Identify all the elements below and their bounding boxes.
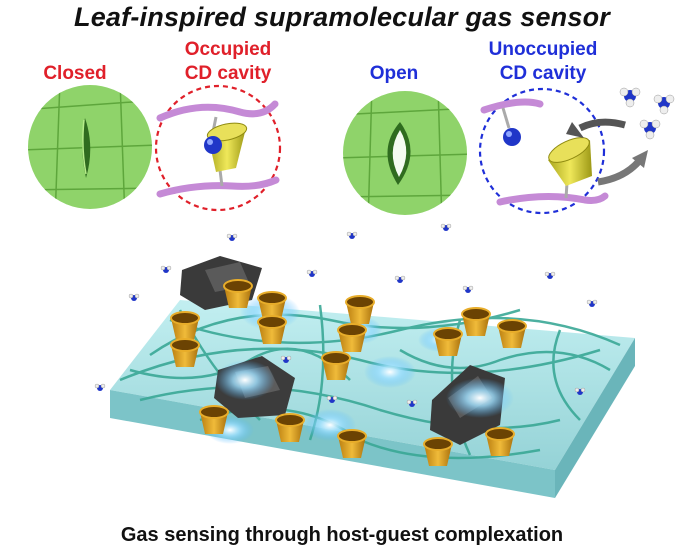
cyclodextrin-cups [170, 279, 527, 466]
gas-molecules-scattered [94, 223, 598, 407]
unoccupied-cd-cavity-inset [478, 87, 609, 215]
unoccupied-label-line2: CD cavity [499, 63, 587, 84]
open-stomata-leaf [343, 91, 467, 215]
open-label: Open [369, 63, 419, 84]
gas-molecules-top [619, 87, 675, 140]
occupied-label-line1: Occupied [184, 39, 272, 60]
closed-label: Closed [43, 63, 107, 84]
unoccupied-label-line1: Unoccupied [488, 39, 598, 60]
occupied-cd-cavity-inset [154, 84, 282, 212]
occupied-label-line2: CD cavity [184, 63, 272, 84]
figure-caption: Gas sensing through host-guest complexat… [120, 524, 564, 546]
figure-title: Leaf-inspired supramolecular gas sensor [74, 2, 610, 32]
unoccupied-cavity-label: Unoccupied CD cavity [468, 38, 618, 86]
closed-stomata-leaf [28, 85, 152, 209]
occupied-cavity-label: Occupied CD cavity [158, 38, 298, 86]
exchange-arrows [566, 118, 648, 186]
